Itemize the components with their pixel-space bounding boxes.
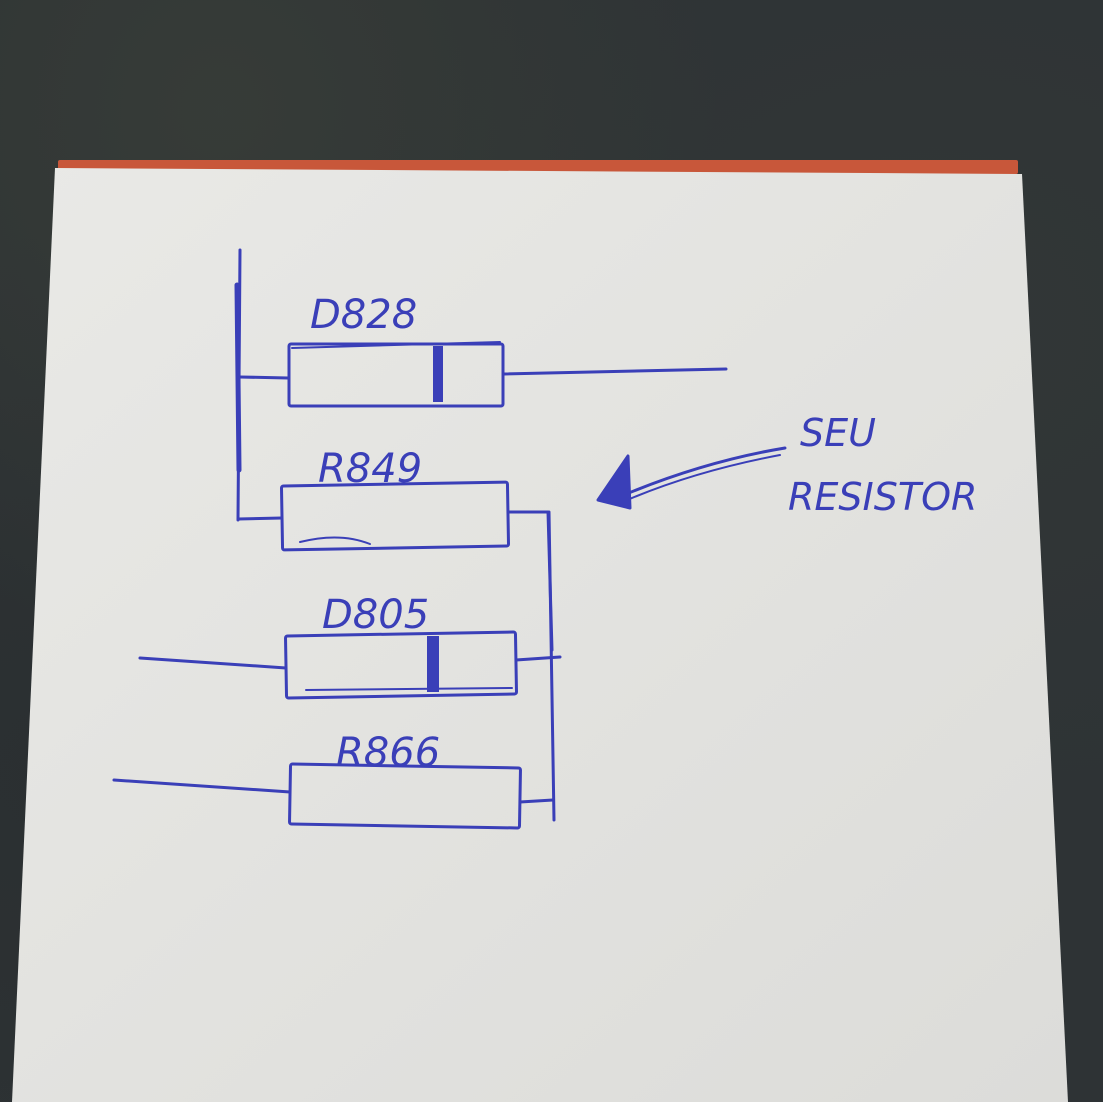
label-r866: R866: [336, 730, 440, 776]
r866-lead-left: [112, 778, 292, 794]
d805-lead-left: [138, 656, 288, 670]
r849-body: [279, 480, 511, 552]
right-bus-wire: [547, 510, 556, 822]
pointer-arrow-shaft: [610, 446, 787, 502]
r866-lead-right: [518, 798, 555, 804]
d828-lead-left: [238, 375, 290, 380]
label-r849: R849: [318, 446, 422, 492]
d805-lead-right: [514, 655, 562, 662]
label-d828: D828: [310, 292, 417, 338]
d828-lead-right: [502, 367, 728, 376]
paper-surface: [12, 168, 1068, 1102]
note-line-1: SEU: [800, 411, 876, 455]
pointer-arrow-head: [596, 454, 632, 510]
d828-band: [433, 346, 443, 402]
d805-band: [427, 636, 439, 692]
r866-body: [288, 762, 522, 830]
d805-body: [284, 630, 518, 700]
note-line-2: RESISTOR: [788, 475, 977, 519]
label-d805: D805: [322, 592, 429, 638]
r849-lead-left: [236, 516, 284, 521]
